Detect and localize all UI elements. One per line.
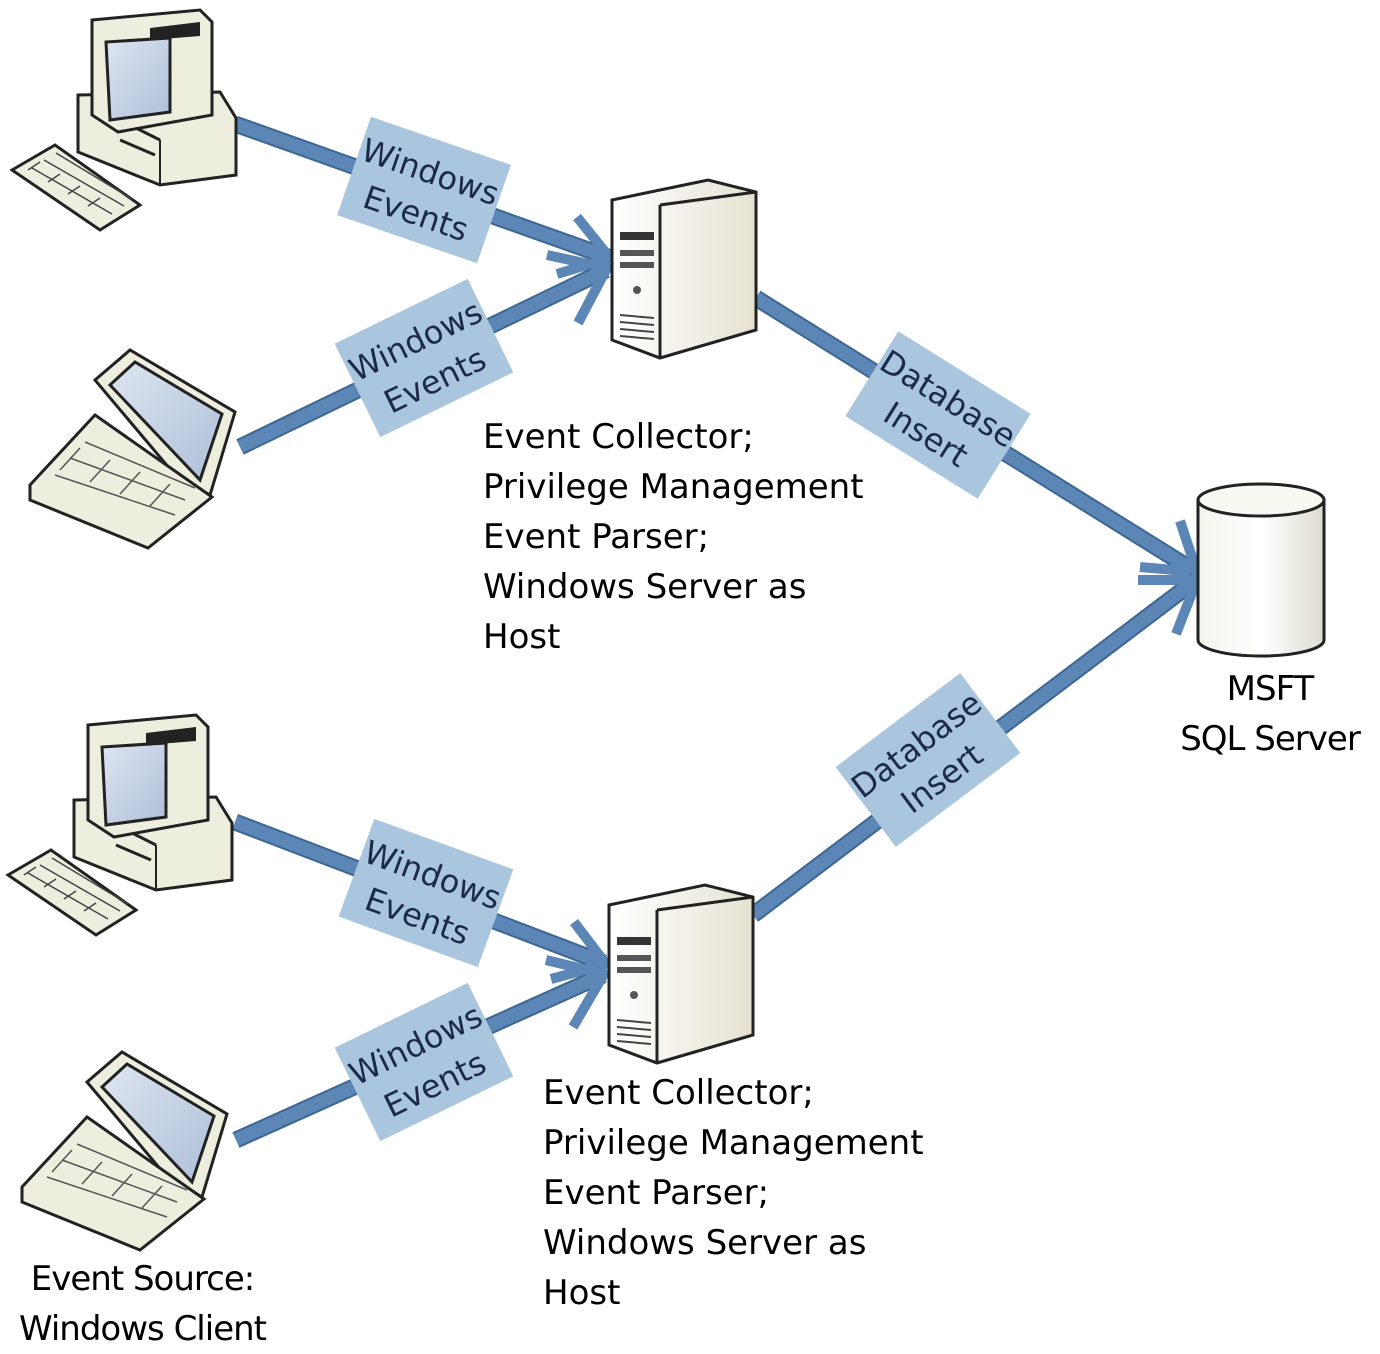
connector-label-windows-events-4: Windows Events	[334, 982, 514, 1142]
database-caption: MSFT SQL Server	[1170, 664, 1370, 764]
collector-bottom-line: Windows Server as	[543, 1223, 867, 1263]
database-cylinder-icon	[1196, 482, 1326, 658]
event-source-caption: Event Source: Windows Client	[0, 1254, 285, 1354]
connector-label-database-insert-1: Database Insert	[845, 331, 1031, 499]
connector-label-database-insert-2: Database Insert	[835, 673, 1021, 847]
collector-bottom-line: Privilege Management	[543, 1123, 924, 1163]
server-icon	[610, 178, 758, 360]
collector-top-line: Event Parser;	[483, 517, 710, 557]
collector-top-line: Privilege Management	[483, 467, 864, 507]
collector-top-line: Windows Server as	[483, 567, 807, 607]
collector-top-line: Host	[483, 617, 561, 657]
desktop-computer-icon	[5, 713, 234, 937]
event-source-caption-line: Windows Client	[18, 1309, 267, 1349]
collector-bottom-line: Event Parser;	[543, 1173, 770, 1213]
connector-label-windows-events-3: Windows Events	[338, 818, 514, 968]
desktop-computer-icon	[9, 8, 238, 232]
server-icon	[607, 883, 755, 1065]
collector-bottom-description: Event Collector; Privilege Management Ev…	[543, 1068, 924, 1318]
connector-label-windows-events-1: Windows Events	[337, 116, 511, 264]
database-caption-line: SQL Server	[1180, 719, 1361, 759]
collector-top-line: Event Collector;	[483, 417, 754, 457]
event-source-caption-line: Event Source:	[30, 1259, 255, 1299]
laptop-computer-icon	[20, 1050, 229, 1252]
collector-bottom-line: Host	[543, 1273, 621, 1313]
collector-top-description: Event Collector; Privilege Management Ev…	[483, 412, 864, 662]
collector-bottom-line: Event Collector;	[543, 1073, 814, 1113]
database-caption-line: MSFT	[1226, 669, 1315, 709]
laptop-computer-icon	[28, 348, 237, 550]
